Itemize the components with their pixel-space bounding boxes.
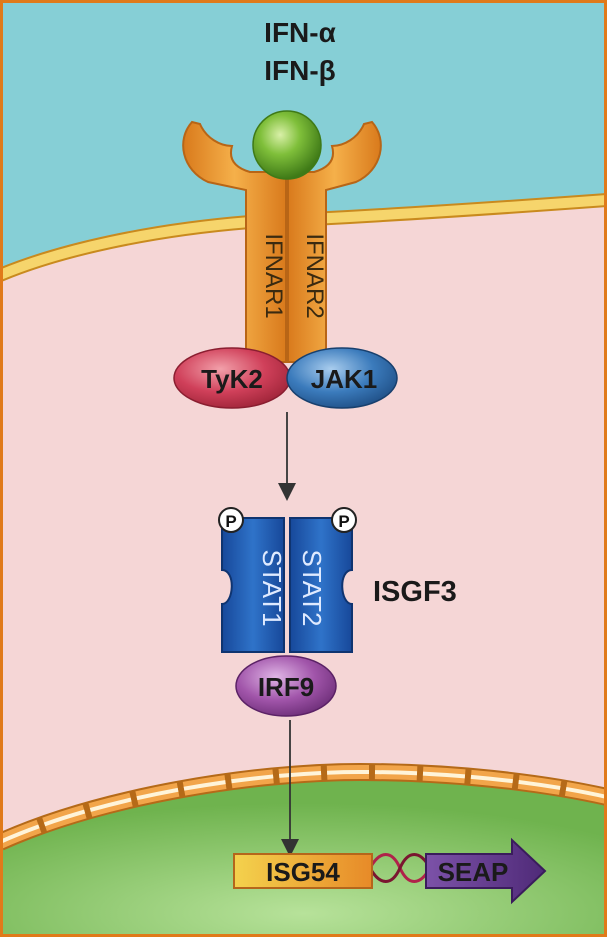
nuclear-envelope-highlight	[0, 769, 607, 844]
ifnar2-label: IFNAR2	[301, 233, 328, 318]
jak1-kinase	[286, 347, 398, 409]
irf9-label: IRF9	[258, 672, 314, 702]
phospho-right	[331, 507, 357, 533]
irf9-protein	[235, 655, 337, 717]
ligand-label-alpha: IFN-α	[264, 17, 336, 48]
isg54-label: ISG54	[266, 857, 340, 887]
ifnar2-receptor	[287, 120, 382, 363]
phospho-left-label: P	[225, 512, 236, 531]
ifnar1-label: IFNAR1	[260, 233, 287, 318]
isgf3-label: ISGF3	[373, 576, 457, 608]
stat1-label: STAT1	[257, 549, 287, 626]
phospho-right-label: P	[338, 512, 349, 531]
stat2-label: STAT2	[297, 549, 327, 626]
ligand-label-beta: IFN-β	[264, 55, 336, 86]
ifn-ligand	[252, 110, 322, 180]
stat1-protein	[221, 517, 285, 653]
ifnar1-receptor	[182, 120, 287, 363]
tyk2-label: TyK2	[201, 364, 263, 394]
stat2-protein	[289, 517, 353, 653]
dna-helix	[368, 853, 432, 883]
seap-reporter	[425, 837, 547, 905]
jak1-label: JAK1	[311, 364, 377, 394]
isg54-promoter	[233, 853, 373, 889]
seap-label: SEAP	[438, 857, 509, 887]
phospho-left	[218, 507, 244, 533]
